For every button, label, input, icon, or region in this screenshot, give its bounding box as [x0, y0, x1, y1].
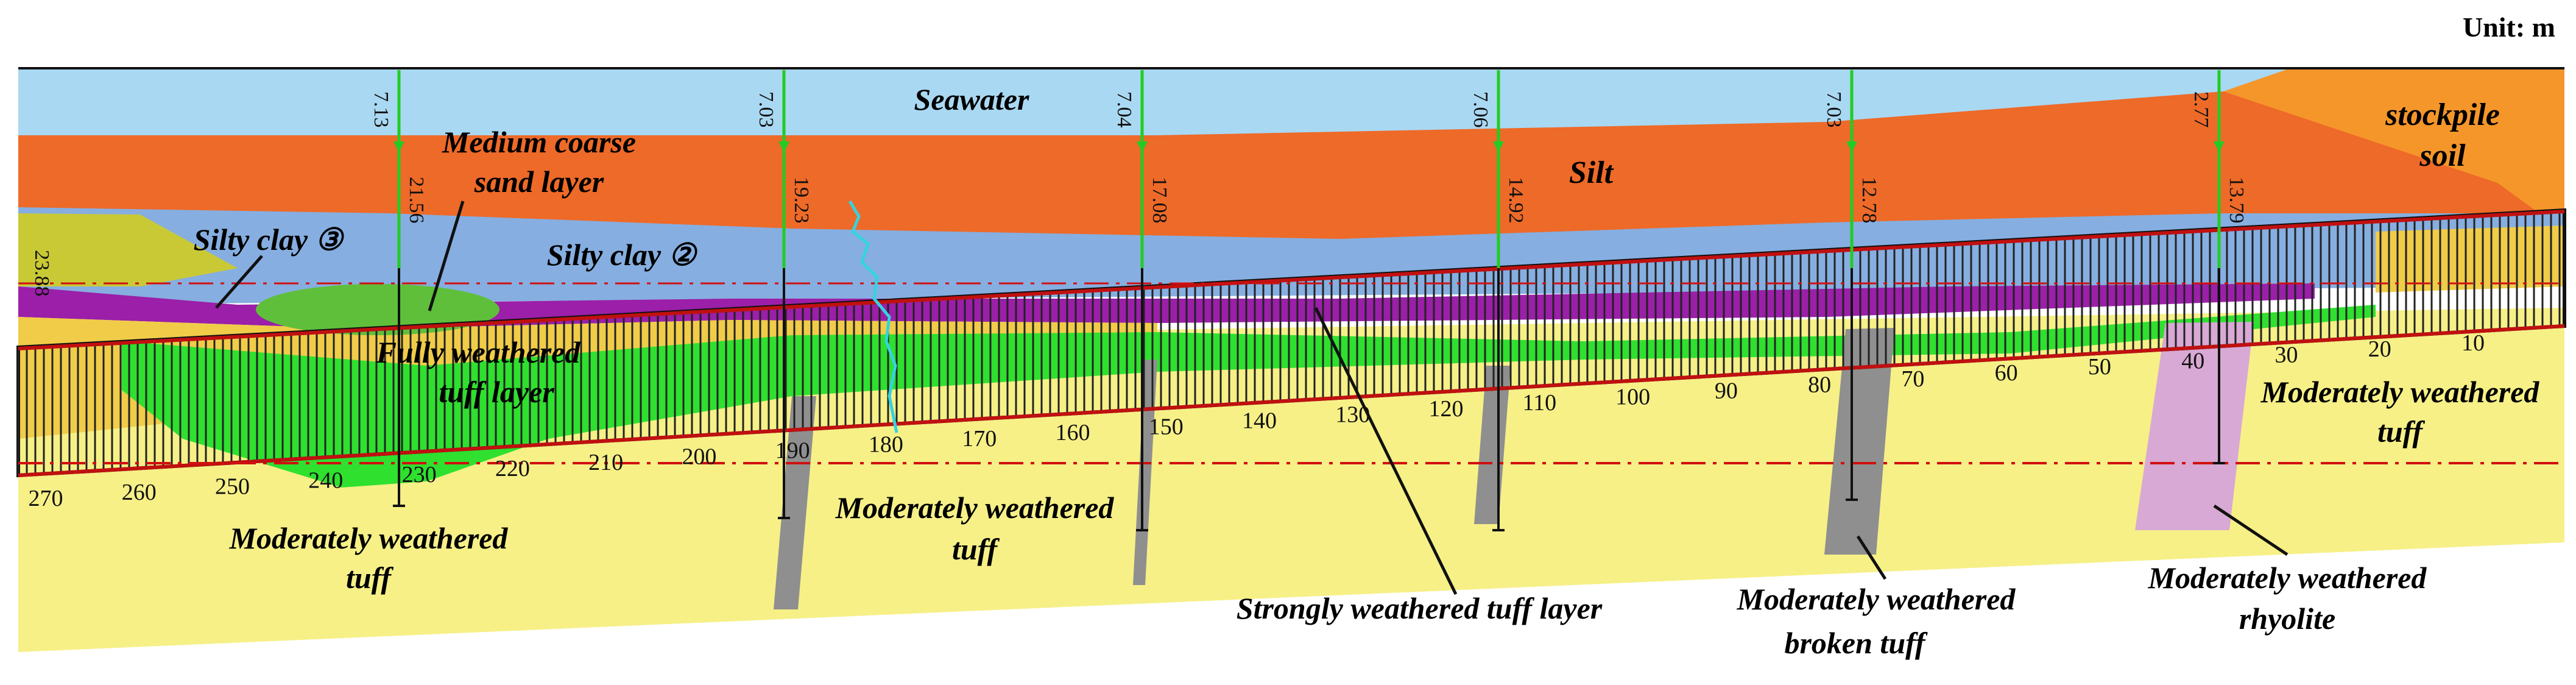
borehole-silt-depth: 13.79 [2225, 177, 2248, 224]
borehole-arrow [393, 141, 404, 152]
chainage-label: 180 [869, 432, 903, 458]
label-mod-tuff-right-2: tuff [2377, 414, 2425, 449]
borehole-arrow [1137, 141, 1148, 152]
borehole-water-depth: 7.06 [1469, 91, 1492, 128]
chainage-label: 230 [402, 462, 437, 488]
label-stockpile-2: soil [2419, 138, 2466, 173]
leader-broken-tuff [1856, 535, 1887, 580]
chainage-label: 90 [1715, 378, 1738, 403]
chainage-label: 60 [1995, 360, 2018, 386]
label-mod-tuff-left-1: Moderately weathered [229, 521, 509, 555]
label-medium-sand-1: Medium coarse [442, 125, 636, 159]
chainage-label: 40 [2181, 348, 2204, 374]
leader-rhyolite [2213, 504, 2288, 556]
chainage-label: 190 [775, 438, 810, 464]
chainage-label: 270 [29, 486, 63, 511]
leader-medium-sand [428, 201, 465, 311]
layer-broken-tuff-3 [774, 396, 816, 609]
chainage-label: 240 [308, 468, 343, 494]
label-silt: Silt [1569, 155, 1614, 190]
layer-rhyolite [2135, 322, 2254, 530]
layer-stockpile-soil [2223, 68, 2564, 232]
label-mod-tuff-mid-2: tuff [952, 532, 1000, 566]
borehole-water-depth: 7.13 [370, 91, 392, 128]
label-silty-clay-3: Silty clay ③ [194, 222, 345, 257]
borehole-water-depth: 7.03 [755, 91, 777, 128]
chainage-label: 140 [1242, 408, 1277, 434]
tunnel-bottom-line [18, 324, 2565, 477]
borehole: 7.04 17.08 [1113, 70, 1171, 531]
chainage-label: 160 [1055, 420, 1090, 445]
chainage-label: 120 [1429, 396, 1464, 422]
borehole-water-depth: 7.03 [1823, 91, 1845, 128]
borehole: 7.03 19.23 [755, 70, 813, 519]
borehole-water-depth: 7.04 [1113, 91, 1135, 128]
borehole-arrow [778, 141, 789, 152]
borehole-silt-depth: 19.23 [790, 177, 813, 224]
chainage-label: 250 [215, 474, 250, 499]
borehole-arrow [2214, 141, 2225, 152]
layer-strongly-weathered-tuff [122, 305, 2376, 488]
borehole-arrow [1846, 141, 1857, 152]
label-mod-tuff-mid-1: Moderately weathered [835, 491, 1115, 525]
chainage-label: 10 [2461, 330, 2485, 356]
chainage-label: 200 [682, 444, 716, 469]
label-mod-tuff-right-1: Moderately weathered [2260, 375, 2540, 409]
layer-broken-tuff-2 [1474, 366, 1511, 524]
layer-broken-tuff-1 [1824, 328, 1894, 555]
tunnel-top-line [18, 210, 2565, 350]
unit-label: Unit: m [2463, 12, 2555, 43]
tunnel-structure [16, 208, 2566, 478]
borehole: 7.03 12.78 [1823, 70, 1880, 501]
borehole-arrow [1493, 141, 1504, 152]
borehole-silt-depth: 17.08 [1148, 177, 1171, 224]
chainage-label: 20 [2368, 336, 2391, 362]
label-seawater: Seawater [914, 82, 1029, 116]
label-broken-tuff-2: broken tuff [1784, 626, 1927, 660]
label-strongly-weathered: Strongly weathered tuff layer [1237, 591, 1603, 625]
label-fully-weathered-1: Fully weathered [376, 335, 581, 369]
boreholes: 7.13 21.56 7.03 19.23 7.04 17.08 7.06 14.92 7.03… [370, 70, 2248, 531]
label-rhyolite-1: Moderately weathered [2148, 561, 2427, 595]
chainage-label: 30 [2274, 342, 2298, 368]
borehole: 7.13 21.56 [370, 70, 428, 507]
borehole-silt-depth: 12.78 [1858, 177, 1880, 224]
chainage-label: 70 [1901, 366, 1924, 392]
chainage-label: 100 [1615, 384, 1650, 410]
chainage-label: 260 [122, 480, 157, 505]
chainage-label: 150 [1149, 414, 1184, 439]
layer-medium-coarse-sand [256, 284, 499, 335]
chainage-label: 80 [1808, 372, 1831, 398]
chainage-label: 50 [2088, 354, 2111, 380]
label-mod-tuff-left-2: tuff [346, 561, 393, 595]
label-silty-clay-2: Silty clay ② [547, 238, 698, 272]
layer-broken-tuff-4 [1133, 360, 1157, 585]
label-rhyolite-2: rhyolite [2239, 602, 2335, 636]
borehole: 2.77 13.79 [2190, 70, 2248, 464]
layer-silty-clay-3 [18, 213, 238, 286]
label-broken-tuff-1: Moderately weathered [1737, 582, 2016, 616]
borehole: 7.06 14.92 [1469, 70, 1527, 531]
label-medium-sand-2: sand layer [474, 165, 604, 199]
leader-silty-clay-3 [215, 255, 263, 309]
leader-strongly-weathered [1314, 307, 1458, 595]
left-depth-label: 23.88 [30, 250, 53, 297]
borehole-silt-depth: 14.92 [1505, 177, 1527, 224]
chainage-label: 210 [588, 450, 623, 475]
chainage-label: 170 [962, 426, 997, 452]
label-stockpile-1: stockpile [2385, 98, 2500, 132]
chainage-label: 220 [495, 456, 530, 481]
borehole-water-depth: 2.77 [2190, 91, 2212, 128]
label-fully-weathered-2: tuff layer [439, 375, 554, 409]
chainage-label: 110 [1523, 390, 1557, 416]
groundwater-trace [848, 200, 898, 433]
borehole-silt-depth: 21.56 [405, 177, 428, 224]
